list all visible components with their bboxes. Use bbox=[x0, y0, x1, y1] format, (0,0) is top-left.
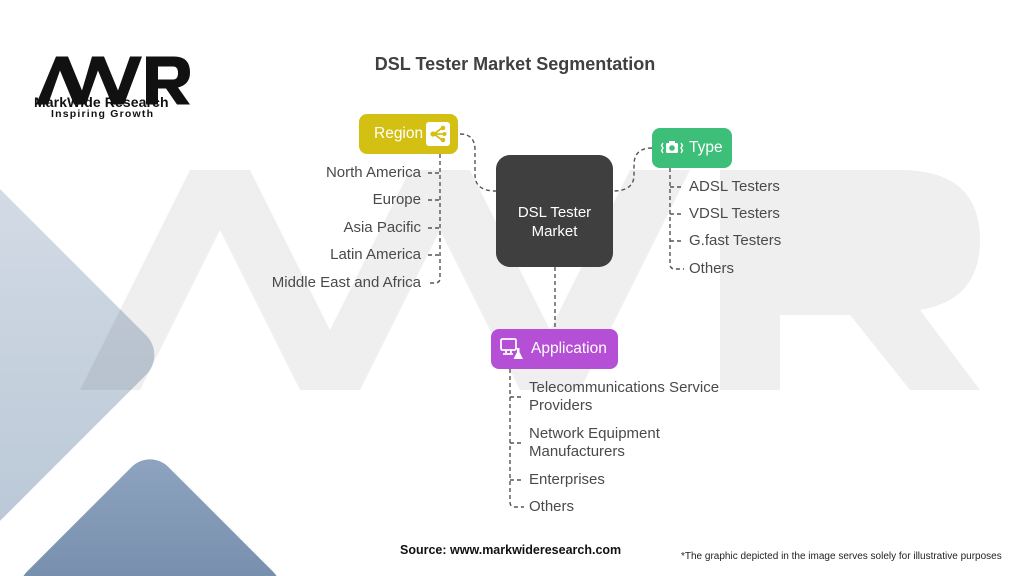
region-item-north-america: North America bbox=[325, 164, 421, 181]
camera-vibrate-icon bbox=[660, 138, 684, 158]
share-nodes-icon bbox=[426, 122, 450, 146]
brand-name: MarkWide Research bbox=[34, 94, 169, 110]
application-item-network-equipment: Network Equipment Manufacturers bbox=[529, 425, 660, 460]
application-item-enterprises: Enterprises bbox=[529, 471, 605, 488]
application-item-others: Others bbox=[529, 498, 575, 515]
type-item-adsl: ADSL Testers bbox=[689, 178, 780, 195]
category-application: Application bbox=[491, 329, 618, 369]
center-node-line2: Market bbox=[531, 223, 578, 240]
category-application-label: Application bbox=[531, 340, 607, 357]
type-item-vdsl: VDSL Testers bbox=[689, 205, 780, 222]
region-item-europe: Europe bbox=[372, 191, 421, 208]
center-node-dsl-tester-market: DSL Tester Market bbox=[496, 155, 613, 267]
category-type: Type bbox=[652, 128, 732, 168]
brand-tagline: Inspiring Growth bbox=[51, 108, 155, 120]
category-region: Region bbox=[359, 114, 458, 154]
category-region-label: Region bbox=[374, 125, 424, 142]
region-item-middle-east-africa: Middle East and Africa bbox=[271, 274, 421, 291]
application-item-telecom-providers: Telecommunications Service Providers bbox=[529, 379, 720, 414]
diagram-title: DSL Tester Market Segmentation bbox=[374, 54, 656, 74]
disclaimer-text: *The graphic depicted in the image serve… bbox=[681, 551, 1002, 562]
category-type-label: Type bbox=[689, 139, 723, 156]
computer-flask-icon bbox=[499, 336, 525, 362]
source-text: Source: www.markwideresearch.com bbox=[400, 543, 622, 557]
type-item-gfast: G.fast Testers bbox=[689, 232, 782, 249]
type-item-others: Others bbox=[689, 260, 735, 277]
region-item-asia-pacific: Asia Pacific bbox=[343, 219, 421, 236]
center-node-line1: DSL Tester bbox=[517, 204, 592, 221]
markwide-logo-icon bbox=[36, 56, 190, 105]
region-item-latin-america: Latin America bbox=[330, 246, 421, 263]
